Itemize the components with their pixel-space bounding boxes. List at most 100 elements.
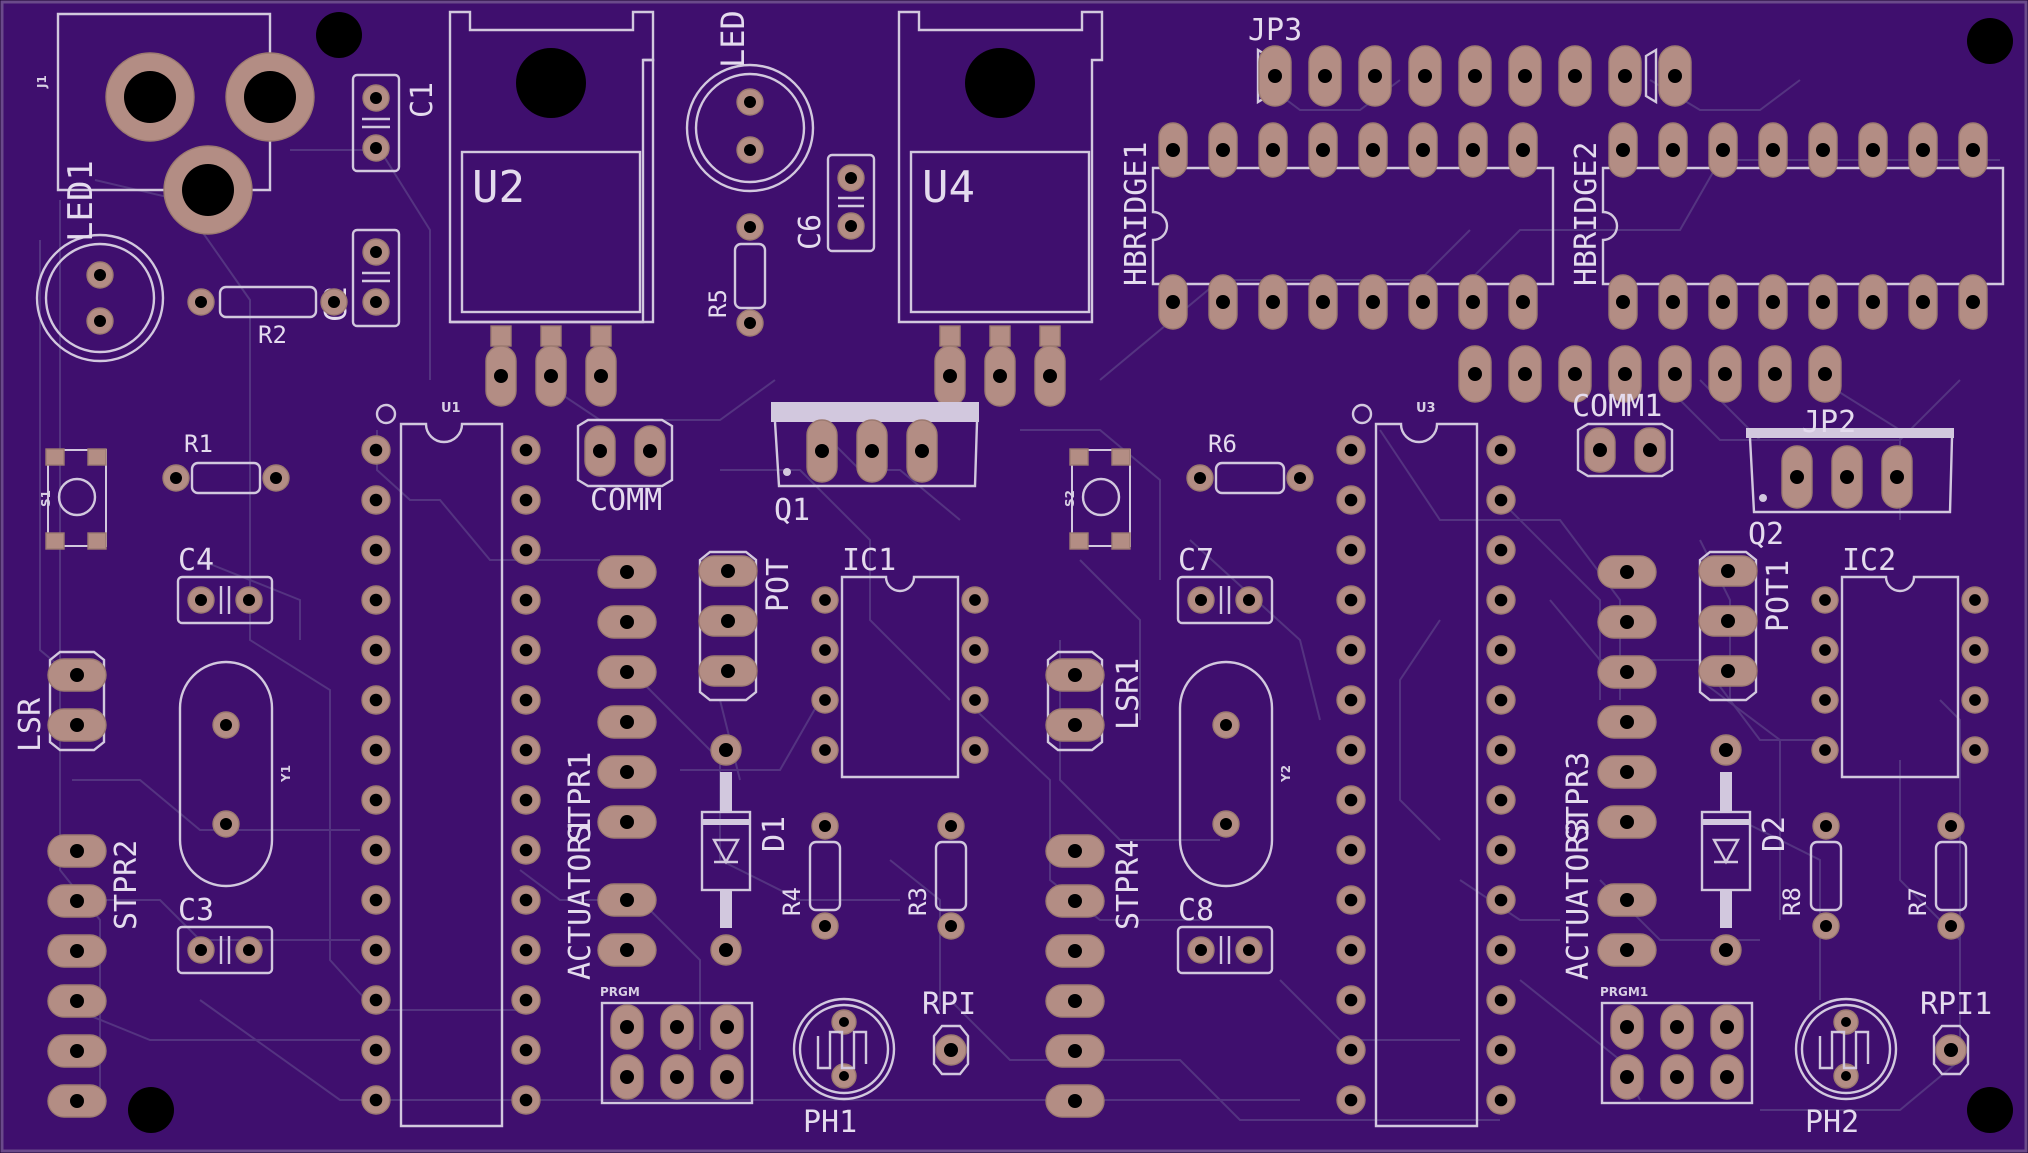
lsr-label: LSR — [13, 697, 48, 752]
drill-hole — [1166, 143, 1180, 157]
drill-hole — [519, 593, 533, 607]
drill-hole — [620, 565, 634, 579]
jp2-label: JP2 — [1802, 405, 1856, 440]
mounting-holes — [128, 12, 2013, 1133]
drill-hole — [369, 743, 383, 757]
u2-regulator: U2 — [448, 10, 655, 407]
drill-hole — [519, 543, 533, 557]
drill-hole — [519, 693, 533, 707]
y2-label: Y2 — [1279, 765, 1293, 783]
c6-capacitor: C6 — [793, 153, 876, 253]
drill-hole — [1720, 1070, 1734, 1084]
drill-hole — [1344, 793, 1358, 807]
drill-hole — [1166, 295, 1180, 309]
c8-label: C8 — [1178, 893, 1214, 928]
hbridge1-ic: HBRIDGE1 — [1119, 122, 1555, 330]
actuator1-label: ACTUATOR1 — [563, 817, 598, 980]
drill-hole — [1620, 815, 1634, 829]
drill-hole — [1618, 69, 1632, 83]
ic2: IC2 — [1811, 543, 1989, 779]
drill-hole — [1494, 943, 1508, 957]
r7-resistor: R7 — [1904, 812, 1968, 940]
r3-resistor: R3 — [904, 812, 968, 940]
c3-capacitor: C3 — [176, 893, 274, 975]
drill-hole — [519, 943, 533, 957]
drill-hole — [1568, 367, 1582, 381]
drill-hole — [369, 893, 383, 907]
drill-hole — [670, 1070, 684, 1084]
prgm1-label: PRGM1 — [1600, 985, 1648, 999]
drill-hole — [1344, 1093, 1358, 1107]
drill-hole — [1816, 143, 1830, 157]
drill-hole — [1344, 493, 1358, 507]
u1-label: U1 — [441, 401, 461, 416]
drill-hole — [1666, 143, 1680, 157]
drill-hole — [1966, 143, 1980, 157]
drill-hole — [1494, 893, 1508, 907]
mounting-hole — [316, 12, 362, 58]
drill-hole — [620, 943, 634, 957]
drill-hole — [620, 815, 634, 829]
drill-hole — [1766, 143, 1780, 157]
d1-label: D1 — [757, 816, 792, 852]
drill-hole — [1620, 943, 1634, 957]
drill-hole — [369, 493, 383, 507]
drill-hole — [720, 1070, 734, 1084]
drill-hole — [1620, 565, 1634, 579]
drill-hole — [1266, 143, 1280, 157]
drill-hole — [1068, 1044, 1082, 1058]
drill-hole — [620, 665, 634, 679]
drill-hole — [1866, 295, 1880, 309]
pot1-label: POT1 — [1761, 560, 1796, 632]
drill-hole — [369, 1043, 383, 1057]
lsr1-header: LSR1 — [1045, 650, 1146, 752]
jp3-label: JP3 — [1248, 13, 1302, 48]
drill-hole — [969, 744, 981, 756]
comm1-header: COMM1 — [1458, 345, 1842, 424]
drill-hole — [369, 693, 383, 707]
hbridge1-label: HBRIDGE1 — [1119, 142, 1154, 287]
drill-hole — [1716, 295, 1730, 309]
pot-label: POT — [761, 558, 796, 612]
q1-label: Q1 — [774, 493, 810, 528]
comm-label: COMM — [590, 483, 662, 518]
drill-hole — [1344, 693, 1358, 707]
drill-hole — [519, 893, 533, 907]
drill-hole — [620, 1020, 634, 1034]
u2-label: U2 — [472, 162, 525, 213]
led1-label: LED1 — [61, 160, 101, 242]
drill-hole — [620, 893, 634, 907]
drill-hole — [1720, 1020, 1734, 1034]
drill-hole — [1670, 1070, 1684, 1084]
drill-hole — [369, 593, 383, 607]
r3-label: R3 — [904, 887, 932, 916]
drill-hole — [70, 894, 84, 908]
drill-hole — [1969, 744, 1981, 756]
drill-hole — [1620, 715, 1634, 729]
drill-hole — [1316, 295, 1330, 309]
q2-label: Q2 — [1748, 517, 1784, 552]
drill-hole — [1718, 367, 1732, 381]
drill-hole — [369, 793, 383, 807]
drill-hole — [1494, 643, 1508, 657]
j1-label: J1 — [35, 75, 49, 89]
drill-hole — [1618, 367, 1632, 381]
c8-capacitor: C8 — [1176, 893, 1274, 975]
drill-hole — [369, 443, 383, 457]
drill-hole — [1494, 1043, 1508, 1057]
drill-hole — [1068, 844, 1082, 858]
drill-hole — [620, 765, 634, 779]
r2-resistor: R2 — [187, 285, 348, 349]
drill-hole — [1344, 893, 1358, 907]
drill-hole — [1518, 367, 1532, 381]
rpi1-label: RPI1 — [1920, 987, 1992, 1022]
stpr2-label: STPR2 — [109, 840, 144, 930]
r6-resistor: R6 — [1186, 430, 1314, 495]
d2-diode: D2 — [1700, 734, 1792, 966]
led1: LED1 — [35, 160, 165, 363]
drill-hole — [1366, 143, 1380, 157]
drill-hole — [969, 594, 981, 606]
drill-hole — [519, 443, 533, 457]
stpr3-label: STPR3 — [1561, 752, 1596, 842]
y2-crystal: Y2 — [1178, 660, 1293, 888]
